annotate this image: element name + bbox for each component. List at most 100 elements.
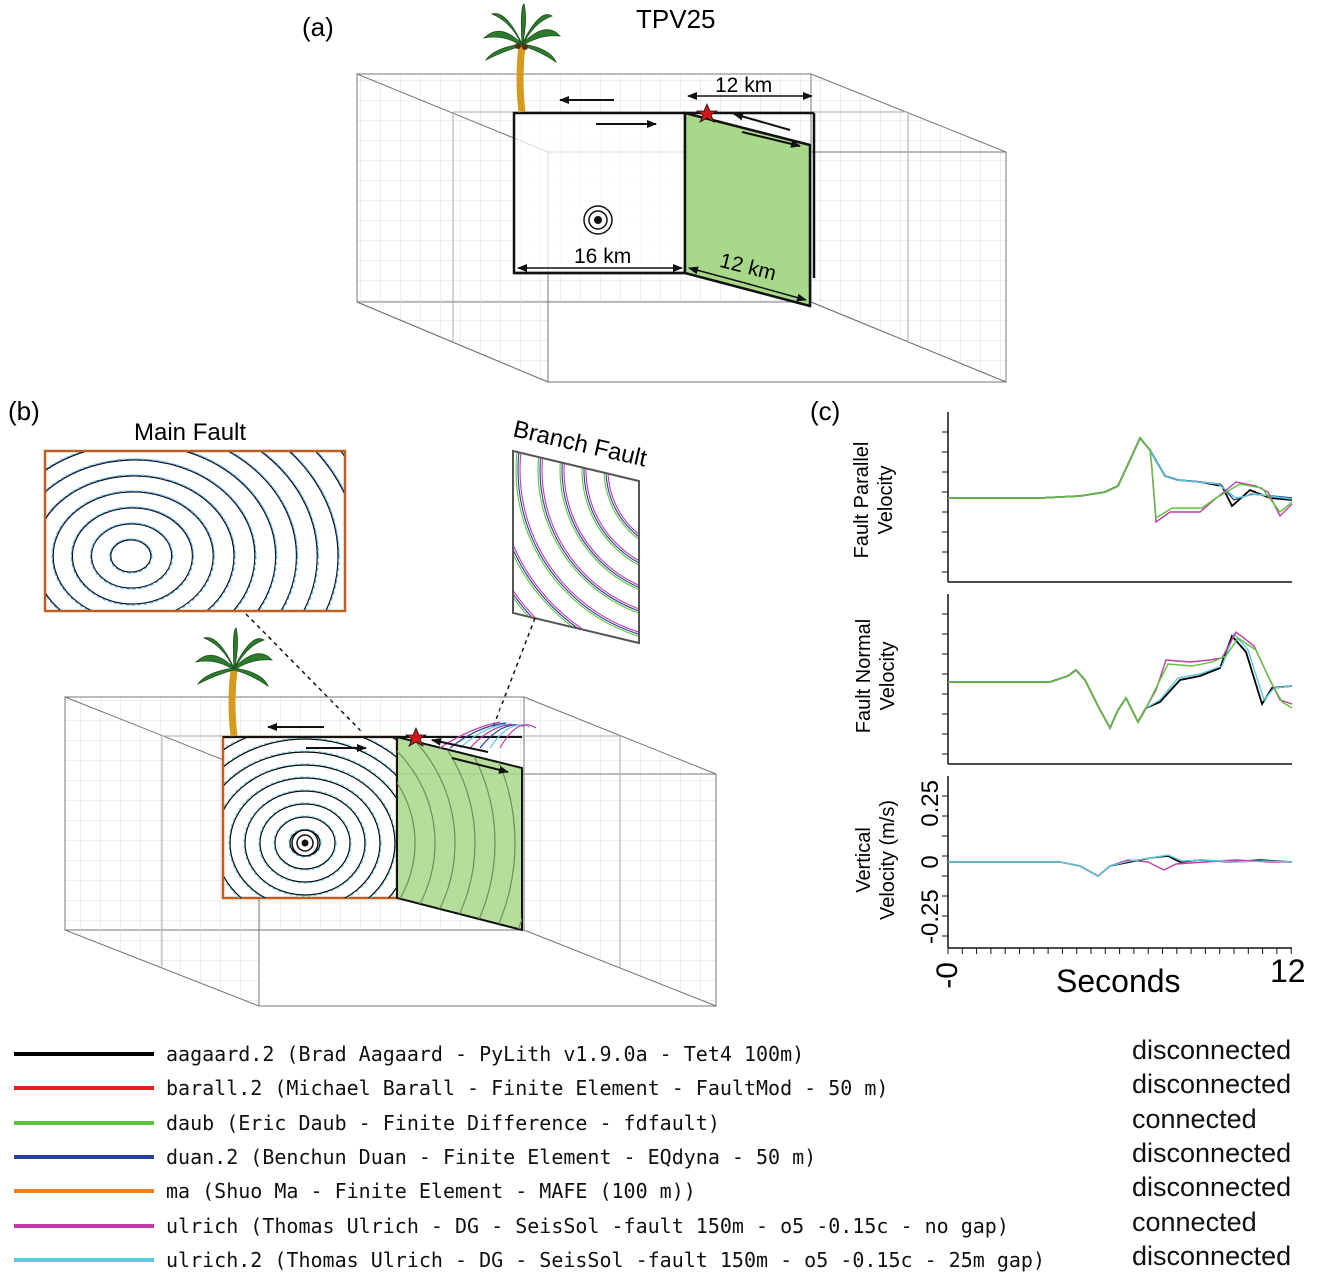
ylabel-mid-1: Fault Normal xyxy=(853,619,875,733)
velocity-traces xyxy=(948,436,1293,877)
contour-line xyxy=(397,738,496,930)
contour-line xyxy=(110,539,152,573)
legend-swatch xyxy=(14,1052,154,1056)
contour-line xyxy=(46,474,236,610)
hypocenter-marker-b xyxy=(291,829,319,857)
contour-line xyxy=(71,507,193,605)
contour-line xyxy=(439,721,501,749)
contour-line xyxy=(397,738,476,930)
panel-c-label: (c) xyxy=(810,396,840,426)
panel-b-label: (b) xyxy=(8,396,40,426)
contour-line xyxy=(71,506,194,606)
legend-label: aagaard.2 (Brad Aagaard - PyLith v1.9.0a… xyxy=(166,1042,805,1066)
contour-line xyxy=(519,452,638,641)
legend-swatch xyxy=(14,1224,154,1228)
legend-status: disconnected xyxy=(1132,1172,1292,1202)
contour-line xyxy=(244,790,366,896)
contour-line xyxy=(89,522,174,590)
contour-line xyxy=(224,738,397,778)
contour-line xyxy=(274,816,336,870)
contour-line xyxy=(224,751,397,898)
ylabel-top-1: Fault Parallel xyxy=(851,442,873,559)
contour-line xyxy=(46,459,256,610)
contour-line xyxy=(585,452,638,575)
contour-line xyxy=(561,452,638,599)
ylabel-mid-2: Velocity xyxy=(877,642,899,711)
legend-row: barall.2 (Michael Barall - Finite Elemen… xyxy=(14,1071,888,1105)
legend-status: connected xyxy=(1132,1207,1257,1237)
ylabel-top-2: Velocity xyxy=(875,466,897,535)
contour-line xyxy=(51,490,215,610)
contour-line xyxy=(224,764,396,898)
nucleation-star-a xyxy=(695,102,719,123)
velocity-trace xyxy=(948,436,1293,500)
contour-line xyxy=(90,522,173,590)
velocity-trace xyxy=(948,855,1293,877)
legend-row: ulrich (Thomas Ulrich - DG - SeisSol -fa… xyxy=(14,1209,1009,1243)
contour-line xyxy=(91,523,173,589)
velocity-trace xyxy=(948,436,1293,508)
legend-swatch xyxy=(14,1258,154,1262)
main-fault-title: Main Fault xyxy=(134,419,246,446)
contour-line xyxy=(228,452,297,610)
contour-line xyxy=(288,828,322,858)
panel-a-title: TPV25 xyxy=(636,4,716,34)
axis-top xyxy=(947,412,1292,583)
main-fault-contours xyxy=(46,452,344,610)
contour-line xyxy=(397,738,516,930)
ytick-bot-neg025: -0.25 xyxy=(917,889,944,944)
contour-line xyxy=(559,452,638,601)
contour-line xyxy=(46,474,236,610)
contour-line xyxy=(515,452,638,642)
contour-line xyxy=(563,452,638,597)
contour-line xyxy=(262,452,319,610)
legend-status: disconnected xyxy=(1132,1138,1292,1168)
legend-row: aagaard.2 (Brad Aagaard - PyLith v1.9.0a… xyxy=(14,1037,804,1071)
figure-canvas: (a) TPV25 12 km xyxy=(8,3,1306,1007)
contour-line xyxy=(109,538,152,574)
palm-tree-icon xyxy=(482,3,561,113)
contour-line xyxy=(230,452,299,610)
legend-status: disconnected xyxy=(1132,1069,1292,1099)
panel-b: (b) Main Fault Branch Fault xyxy=(8,396,717,1007)
contour-line xyxy=(70,506,195,606)
contour-line xyxy=(260,452,318,610)
ylabel-bot-1: Vertical xyxy=(853,827,875,893)
contour-line xyxy=(273,815,337,871)
velocity-trace xyxy=(948,436,1293,520)
contour-line xyxy=(397,738,436,930)
contour-line xyxy=(228,776,382,898)
velocity-trace xyxy=(948,854,1293,877)
legend-status: disconnected xyxy=(1132,1035,1292,1065)
dim-main-label: 16 km xyxy=(574,245,631,268)
contour-line xyxy=(46,452,278,610)
contour-line xyxy=(583,452,638,577)
branch-fault-plane-b-contours xyxy=(397,738,522,930)
ytick-bot-0: 0 xyxy=(917,855,944,868)
hypocenter-marker-a xyxy=(583,205,613,235)
contour-line xyxy=(489,724,531,749)
velocity-trace xyxy=(948,632,1293,730)
branch-fault-plane-a xyxy=(683,111,812,308)
ytick-bot-025: 0.25 xyxy=(917,780,944,827)
contour-line xyxy=(46,458,256,610)
contour-line xyxy=(229,452,298,610)
xlabel-seconds: Seconds xyxy=(1056,963,1181,999)
branch-fault-plane-b xyxy=(396,735,523,932)
legend-row: ulrich.2 (Thomas Ulrich - DG - SeisSol -… xyxy=(14,1243,1045,1277)
contour-line xyxy=(459,723,513,749)
contour-line xyxy=(243,789,367,897)
main-fault-inset xyxy=(43,449,347,613)
contour-line xyxy=(109,538,153,574)
contour-line xyxy=(539,452,638,621)
legend-swatch xyxy=(14,1121,154,1125)
legend-label: ulrich.2 (Thomas Ulrich - DG - SeisSol -… xyxy=(166,1248,1045,1272)
legend-label: duan.2 (Benchun Duan - Finite Element - … xyxy=(166,1145,817,1169)
axis-mid xyxy=(947,594,1292,765)
legend-label: daub (Eric Daub - Finite Difference - fd… xyxy=(166,1111,720,1135)
contour-line xyxy=(258,802,352,884)
contour-line xyxy=(46,452,277,610)
velocity-trace xyxy=(948,436,1293,501)
legend-status: disconnected xyxy=(1132,1241,1292,1271)
contour-line xyxy=(397,738,416,930)
